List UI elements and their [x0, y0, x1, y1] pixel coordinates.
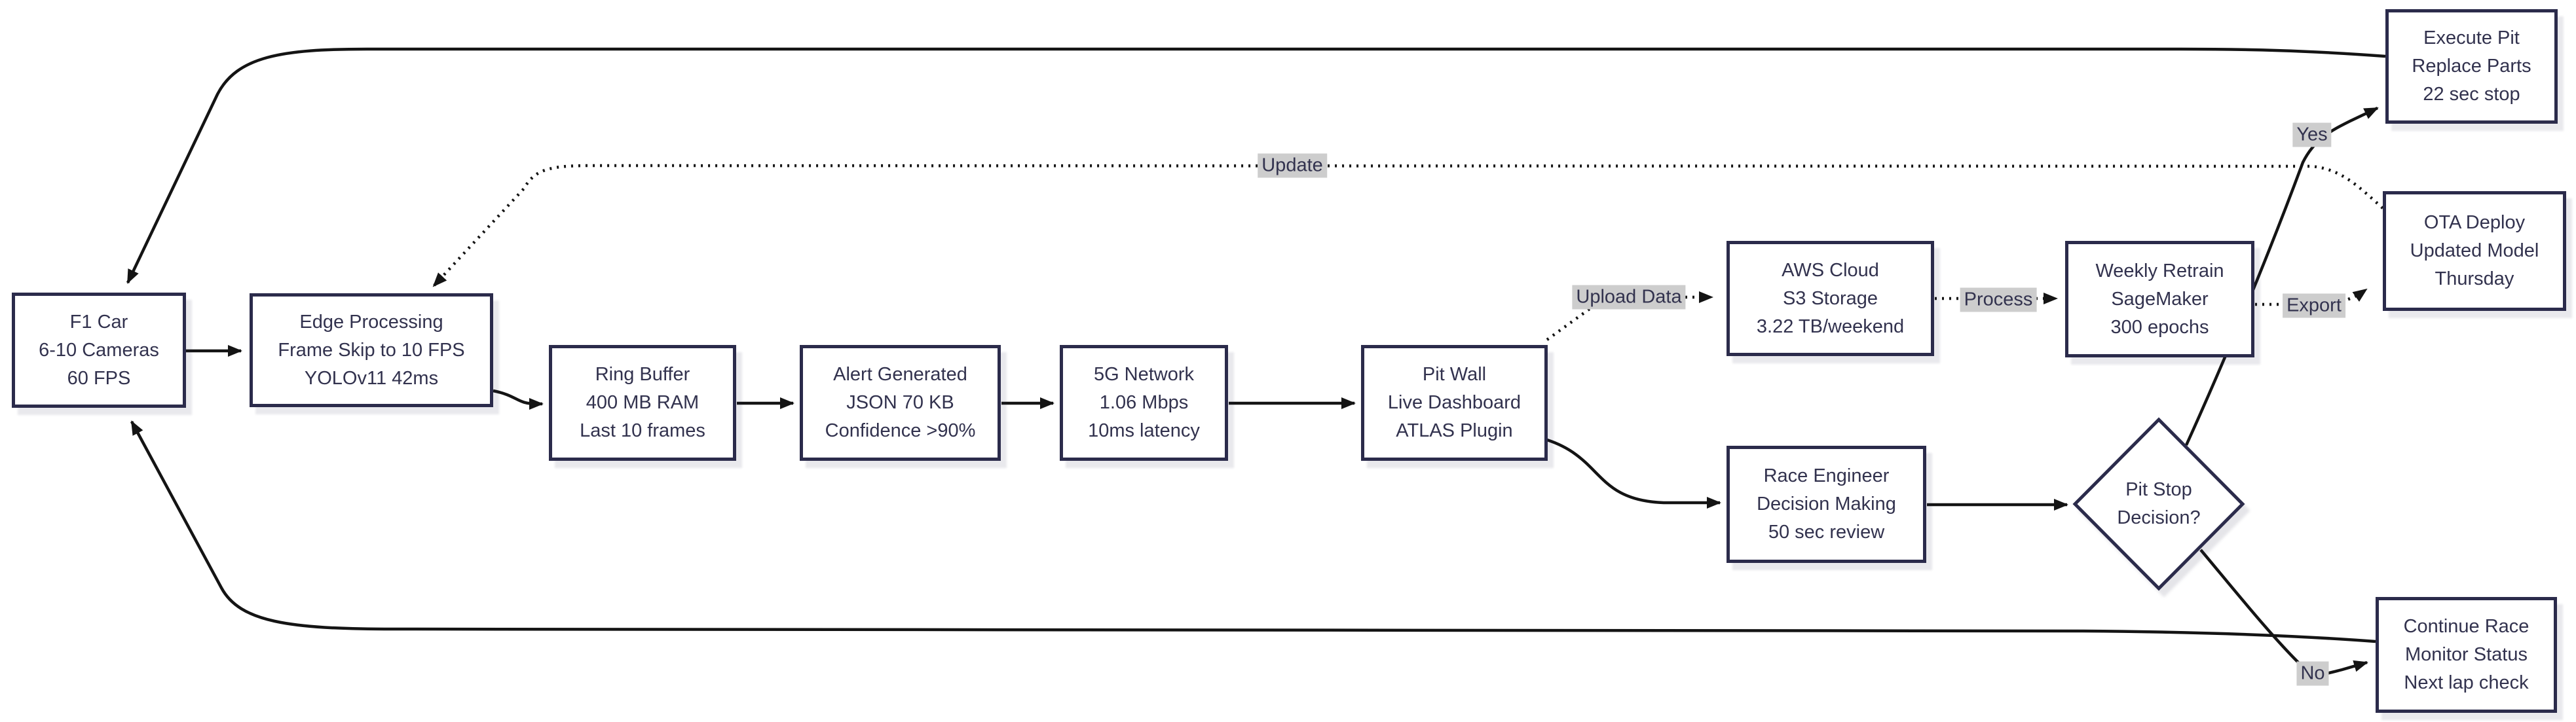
node-alert-generated: Alert Generated JSON 70 KB Confidence >9…: [800, 345, 1001, 461]
node-text-line: ATLAS Plugin: [1396, 420, 1513, 441]
node-f1-car: F1 Car 6-10 Cameras 60 FPS: [12, 293, 186, 408]
node-text-line: 1.06 Mbps: [1099, 392, 1189, 413]
edge-label-upload-data: Upload Data: [1572, 285, 1686, 310]
node-text-line: YOLOv11 42ms: [304, 367, 439, 389]
node-edge-processing: Edge Processing Frame Skip to 10 FPS YOL…: [250, 293, 493, 407]
node-text-line: Next lap check: [2404, 672, 2529, 693]
node-text-line: AWS Cloud: [1782, 259, 1879, 281]
edge-label-update: Update: [1258, 153, 1327, 178]
node-text-line: 60 FPS: [67, 367, 131, 389]
node-text-line: Frame Skip to 10 FPS: [278, 339, 465, 361]
node-text-line: Pit Stop: [2125, 479, 2192, 500]
node-text-line: JSON 70 KB: [846, 392, 954, 413]
node-text-line: 10ms latency: [1088, 420, 1200, 441]
node-text-line: SageMaker: [2111, 288, 2209, 310]
edge-label-no: No: [2296, 661, 2329, 686]
node-pit-stop-decision-shape: [2072, 417, 2245, 591]
node-text-line: Last 10 frames: [580, 420, 705, 441]
node-text-line: 6-10 Cameras: [39, 339, 159, 361]
node-pit-stop-decision: Pit Stop Decision?: [2061, 476, 2257, 532]
node-ring-buffer: Ring Buffer 400 MB RAM Last 10 frames: [549, 345, 736, 461]
edge-label-yes: Yes: [2292, 122, 2332, 147]
node-text-line: Live Dashboard: [1387, 392, 1521, 413]
node-text-line: Race Engineer: [1763, 465, 1890, 486]
node-text-line: 300 epochs: [2110, 316, 2209, 338]
node-race-engineer: Race Engineer Decision Making 50 sec rev…: [1727, 446, 1926, 563]
node-text-line: 22 sec stop: [2423, 84, 2520, 105]
node-text-line: 3.22 TB/weekend: [1756, 316, 1905, 337]
edge-label-export: Export: [2283, 293, 2345, 318]
node-aws-cloud: AWS Cloud S3 Storage 3.22 TB/weekend: [1727, 241, 1934, 356]
node-continue-race: Continue Race Monitor Status Next lap ch…: [2376, 597, 2557, 713]
node-text-line: 5G Network: [1093, 364, 1195, 385]
node-text-line: Monitor Status: [2405, 644, 2528, 665]
node-text-line: Confidence >90%: [825, 420, 976, 441]
node-pit-wall: Pit Wall Live Dashboard ATLAS Plugin: [1361, 345, 1548, 461]
node-text-line: Alert Generated: [833, 364, 967, 385]
node-text-line: Thursday: [2435, 268, 2514, 289]
node-text-line: Weekly Retrain: [2095, 260, 2224, 281]
node-text-line: Ring Buffer: [595, 364, 690, 385]
node-text-line: 50 sec review: [1768, 522, 1885, 543]
node-text-line: Decision?: [2117, 507, 2201, 528]
node-text-line: 400 MB RAM: [586, 392, 700, 413]
node-text-line: Continue Race: [2403, 616, 2529, 637]
node-text-line: F1 Car: [69, 311, 128, 333]
node-5g-network: 5G Network 1.06 Mbps 10ms latency: [1060, 345, 1228, 461]
edge-label-process: Process: [1960, 287, 2037, 312]
node-text-line: Execute Pit: [2423, 27, 2520, 48]
node-ota-deploy: OTA Deploy Updated Model Thursday: [2383, 191, 2566, 311]
node-execute-pit: Execute Pit Replace Parts 22 sec stop: [2385, 9, 2558, 124]
node-text-line: OTA Deploy: [2423, 212, 2526, 233]
edge-continuerace-to-f1car: [130, 420, 2376, 643]
node-text-line: Replace Parts: [2412, 56, 2531, 77]
node-text-line: Edge Processing: [299, 311, 443, 333]
node-text-line: Decision Making: [1757, 494, 1896, 514]
edge-pitwall-to-raceengineer: [1546, 438, 1721, 509]
node-text-line: Pit Wall: [1422, 364, 1487, 385]
node-text-line: Updated Model: [2410, 240, 2539, 261]
node-weekly-retrain: Weekly Retrain SageMaker 300 epochs: [2065, 241, 2254, 357]
edge-decision-to-continuerace-no: [2199, 549, 2368, 676]
edge-edgeprocessing-to-ringbuffer: [493, 389, 544, 410]
node-text-line: S3 Storage: [1782, 287, 1878, 309]
edge-executepit-to-f1car: [126, 47, 2386, 284]
